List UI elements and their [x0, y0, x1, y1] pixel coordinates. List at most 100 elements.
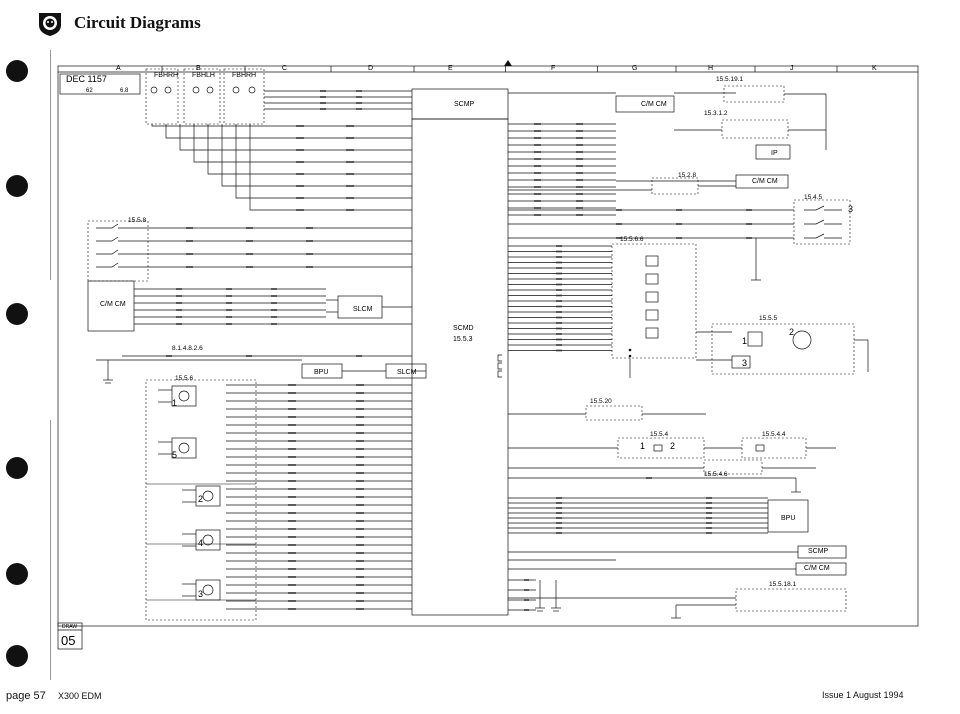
- grid-col-h: H: [708, 65, 713, 72]
- wire-code: [556, 300, 562, 302]
- fbhrh-right-box: [223, 68, 265, 125]
- wire-code: [524, 589, 529, 591]
- motor-unit: [171, 385, 197, 407]
- wire-code: [356, 504, 364, 506]
- switch-pack-box: [87, 220, 149, 282]
- box-slcm-mid: SLCM: [353, 306, 373, 313]
- document-code: X300 EDM: [58, 691, 102, 701]
- binder-hole: [6, 60, 28, 82]
- wire-code: [576, 158, 583, 160]
- wire-code: [356, 96, 362, 98]
- wire-code: [288, 560, 296, 562]
- wire-code: [246, 253, 253, 255]
- wire: [179, 124, 412, 151]
- wire-code: [556, 512, 562, 514]
- wire-code: [320, 90, 326, 92]
- wire-code: [226, 295, 232, 297]
- resistor-icon: [755, 444, 765, 452]
- wire-code: [288, 544, 296, 546]
- wire-code: [706, 522, 712, 524]
- label-coil-1: 1: [742, 336, 747, 346]
- motor-icon: [202, 584, 214, 596]
- junction-dot: [628, 354, 632, 358]
- wire-code: [356, 392, 364, 394]
- wire-code: [706, 507, 712, 509]
- wire-code: [356, 488, 364, 490]
- box-fbhrh-left: FBHRH: [154, 72, 178, 79]
- wire-code: [706, 532, 712, 534]
- grid-col-a: A: [116, 65, 121, 72]
- wire-code: [356, 472, 364, 474]
- wire-code: [556, 327, 562, 330]
- wire-code: [288, 448, 296, 450]
- wire-code: [556, 344, 562, 346]
- module-15-5-4-4: [741, 437, 807, 459]
- ref-15-5-19-1: 15.5.19.1: [716, 76, 743, 83]
- wire-code: [306, 227, 313, 229]
- box-fbhlh: FBHLH: [192, 72, 215, 79]
- switch-contact: [96, 223, 119, 229]
- wire-code: [576, 193, 583, 195]
- wire-code: [524, 579, 529, 581]
- wire-code: [246, 266, 253, 268]
- page-number: page 57: [6, 690, 46, 702]
- wire-code: [288, 392, 296, 394]
- relay-coil-icon: [645, 309, 659, 321]
- wire-code: [356, 432, 364, 434]
- wire-code: [246, 240, 253, 242]
- switch-contact: [96, 262, 119, 268]
- wire-code: [576, 144, 583, 146]
- jaguar-logo-icon: [39, 13, 61, 36]
- motor-unit: [195, 579, 221, 601]
- switch-contact: [96, 236, 119, 242]
- wire-code: [356, 456, 364, 458]
- relay-pack-15-5-6-6: [611, 243, 697, 359]
- box-slcm-low: SLCM: [397, 369, 417, 376]
- wire-code: [746, 237, 752, 239]
- motor-icon: [178, 390, 190, 402]
- module-group-3: [145, 599, 257, 621]
- label-module-4: 4: [198, 538, 203, 548]
- label-coil-2: 2: [789, 327, 794, 337]
- motor-unit: [171, 437, 197, 459]
- box-ccm-left: C/M CM: [100, 301, 126, 308]
- wire-code: [246, 355, 252, 357]
- issue-date: Issue 1 August 1994: [822, 690, 904, 700]
- wire-code: [176, 288, 182, 290]
- box-fbhrh-right: FBHRH: [232, 72, 256, 79]
- wire-code: [288, 384, 296, 386]
- wire-code: [288, 400, 296, 402]
- ref-15-5-4: 15.5.4: [650, 431, 668, 438]
- wire-code: [556, 311, 562, 313]
- wire: [207, 124, 412, 175]
- box-scmp-top: SCMP: [454, 101, 475, 108]
- wire-code: [186, 253, 193, 255]
- wire-code: [288, 440, 296, 442]
- wire-code: [288, 424, 296, 426]
- wire-code: [288, 416, 296, 418]
- box-ccm-bottom: C/M CM: [804, 565, 830, 572]
- wire-code: [176, 316, 182, 318]
- relay-coil-icon: [645, 255, 659, 267]
- rev-number: 62: [86, 88, 93, 94]
- wire-code: [176, 295, 182, 297]
- wire-code: [356, 464, 364, 466]
- wire-network: [57, 60, 919, 650]
- wire-code: [534, 165, 541, 167]
- heater-element-icon: [206, 86, 214, 94]
- wire-code: [356, 90, 362, 92]
- grid-col-b: B: [196, 65, 201, 72]
- ref-15-3-1-2: 15.3.1.2: [704, 110, 728, 117]
- wire-code: [356, 512, 364, 514]
- wire-code: [320, 108, 326, 110]
- wire-code: [288, 608, 296, 610]
- box-scmp-right: SCMP: [808, 548, 829, 555]
- wire-code: [576, 214, 583, 216]
- sheet-stamp: 05: [61, 633, 75, 648]
- wire-code: [746, 209, 752, 211]
- module-group-2: [145, 483, 257, 545]
- wire-code: [534, 193, 541, 195]
- wire-code: [576, 151, 583, 153]
- wire-code: [320, 96, 326, 98]
- wire-code: [676, 223, 682, 225]
